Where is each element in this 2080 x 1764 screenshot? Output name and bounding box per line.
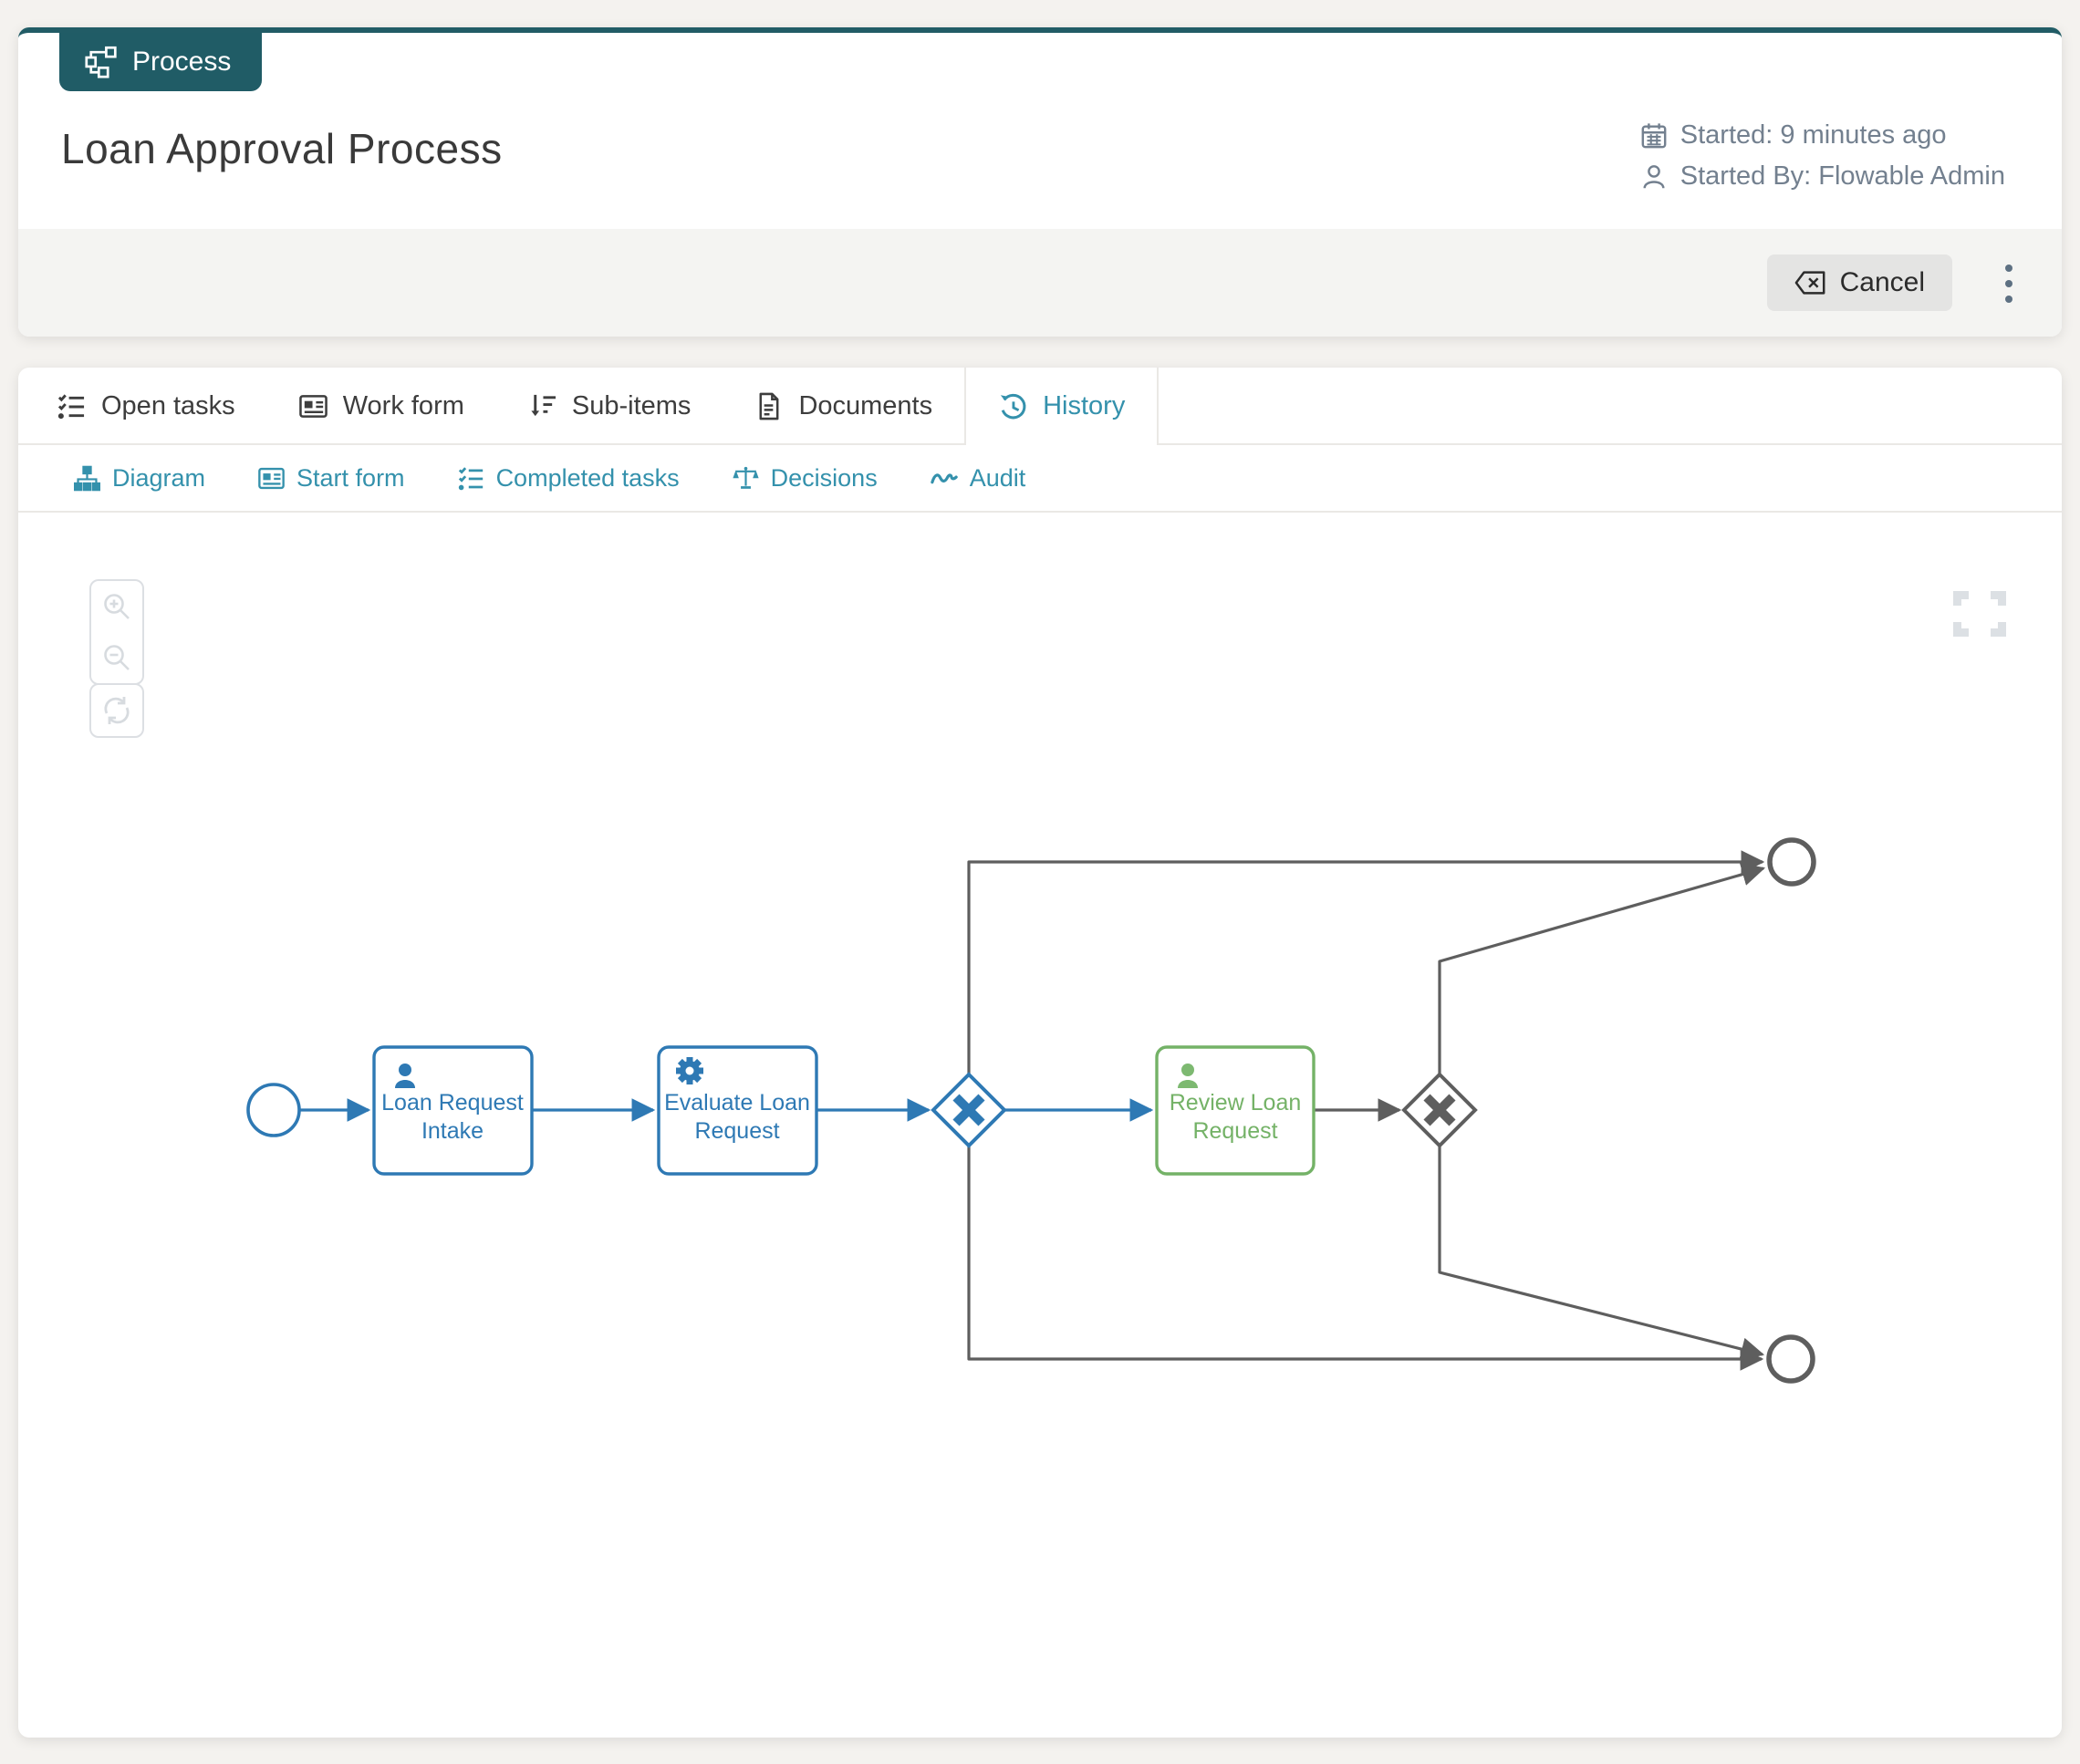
process-type-badge: Process xyxy=(59,33,263,91)
task-label-line2: Intake xyxy=(421,1118,484,1144)
end-event-top[interactable] xyxy=(1767,837,1816,887)
workflow-icon xyxy=(85,46,118,78)
checklist-icon xyxy=(57,392,86,420)
user-task-icon xyxy=(395,1064,415,1088)
diagram-canvas: Loan Request Intake Evaluate Loan xyxy=(18,513,2062,1738)
tab-label: Documents xyxy=(798,391,933,420)
tab-label: Open tasks xyxy=(101,391,235,420)
document-icon xyxy=(754,392,783,420)
start-event[interactable] xyxy=(246,1083,301,1137)
refresh-button[interactable] xyxy=(91,685,142,736)
tab-documents[interactable]: Documents xyxy=(723,368,964,445)
subtab-label: Audit xyxy=(969,463,1026,492)
process-badge-label: Process xyxy=(132,47,232,77)
subtab-completed-tasks[interactable]: Completed tasks xyxy=(432,464,706,493)
scale-icon xyxy=(733,465,759,492)
form-icon xyxy=(258,465,285,492)
sort-desc-icon xyxy=(528,392,556,420)
tab-bar: Open tasks Work form xyxy=(18,368,2062,445)
subtab-label: Completed tasks xyxy=(495,463,680,492)
service-task-icon xyxy=(676,1057,703,1084)
header-toolbar: Cancel xyxy=(18,229,2062,337)
started-by-row: Started By: Flowable Admin xyxy=(1640,161,2005,192)
started-row: Started: 9 minutes ago xyxy=(1640,120,2005,150)
page-title: Loan Approval Process xyxy=(61,125,503,172)
cancel-button-label: Cancel xyxy=(1839,267,1925,297)
subtab-label: Start form xyxy=(296,463,405,492)
gateway-x-icon xyxy=(1423,1094,1456,1126)
task-evaluate-loan-request[interactable]: Evaluate Loan Request xyxy=(657,1045,818,1176)
checklist-icon xyxy=(458,465,484,492)
subtab-label: Diagram xyxy=(112,463,206,492)
started-by-text: Started By: Flowable Admin xyxy=(1680,161,2005,191)
process-header-card: Process Loan Approval Process Started: 9… xyxy=(18,27,2062,337)
history-subtab-bar: Diagram Start form Complete xyxy=(18,445,2062,513)
tab-label: Sub-items xyxy=(571,391,692,420)
fullscreen-icon[interactable] xyxy=(1953,591,2006,637)
user-icon xyxy=(1640,163,1668,191)
task-review-loan-request[interactable]: Review Loan Request xyxy=(1155,1045,1316,1176)
started-text: Started: 9 minutes ago xyxy=(1680,120,1947,150)
subtab-start-form[interactable]: Start form xyxy=(232,464,432,493)
task-label-line1: Review Loan xyxy=(1170,1090,1302,1115)
subtab-audit[interactable]: Audit xyxy=(904,464,1053,493)
zoom-out-button[interactable] xyxy=(91,632,142,683)
form-icon xyxy=(298,392,328,420)
subtab-diagram[interactable]: Diagram xyxy=(47,464,232,493)
sitemap-icon xyxy=(74,465,100,492)
zoom-controls xyxy=(89,579,144,738)
squiggle-icon xyxy=(930,464,958,492)
tab-work-form[interactable]: Work form xyxy=(267,368,496,445)
gateway-exclusive-1[interactable] xyxy=(931,1072,1007,1148)
header-meta: Started: 9 minutes ago Started By: Flowa… xyxy=(1640,120,2005,192)
task-label-line2: Request xyxy=(1192,1118,1277,1144)
task-loan-request-intake[interactable]: Loan Request Intake xyxy=(372,1045,534,1176)
task-label-line1: Evaluate Loan xyxy=(664,1090,810,1115)
detail-tabs-card: Open tasks Work form xyxy=(18,368,2062,1738)
task-label-line1: Loan Request xyxy=(381,1090,524,1115)
tab-label: History xyxy=(1043,391,1126,420)
gateway-exclusive-2[interactable] xyxy=(1401,1072,1478,1148)
history-icon xyxy=(998,392,1027,421)
calendar-icon xyxy=(1640,122,1668,150)
pending-flows xyxy=(967,850,1766,1371)
tab-history[interactable]: History xyxy=(964,368,1160,445)
bpmn-diagram[interactable]: Loan Request Intake Evaluate Loan xyxy=(18,513,2062,1738)
gateway-x-icon xyxy=(952,1094,985,1126)
kebab-menu-button[interactable] xyxy=(1991,258,2027,309)
tab-open-tasks[interactable]: Open tasks xyxy=(26,368,267,445)
cancel-button[interactable]: Cancel xyxy=(1766,254,1952,311)
subtab-decisions[interactable]: Decisions xyxy=(706,464,904,493)
subtab-label: Decisions xyxy=(770,463,878,492)
task-label-line2: Request xyxy=(694,1118,779,1144)
clear-icon xyxy=(1794,269,1827,296)
tab-sub-items[interactable]: Sub-items xyxy=(496,368,723,445)
tab-label: Work form xyxy=(342,391,464,420)
user-task-icon xyxy=(1178,1064,1198,1088)
end-event-bottom[interactable] xyxy=(1766,1334,1815,1384)
zoom-in-button[interactable] xyxy=(91,581,142,632)
